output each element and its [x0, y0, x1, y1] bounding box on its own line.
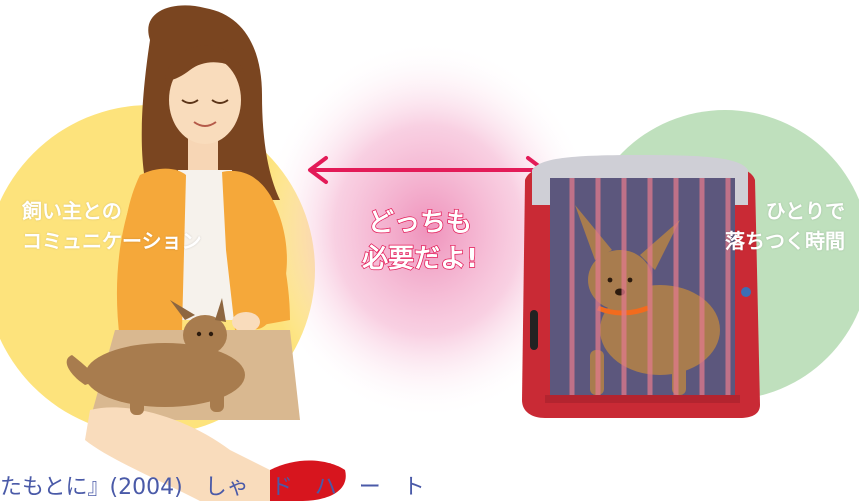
- owner-label-line2: コミュニケーション: [22, 229, 202, 253]
- alone-label-line2: 落ちつく時間: [725, 229, 845, 253]
- crate-bars: [569, 178, 731, 398]
- center-label-line2: 必要だよ!: [361, 243, 478, 275]
- center-label-line1: どっちも: [367, 207, 473, 239]
- owner-label-line1: 飼い主との: [22, 199, 122, 223]
- crate-frame-bottom: [545, 395, 740, 403]
- pink-glow: [258, 40, 598, 420]
- alone-time-label: ひとりで 落ちつく時間: [645, 196, 845, 256]
- owner-communication-label: 飼い主との コミュニケーション: [22, 196, 262, 256]
- lap-dog-figure: [66, 298, 245, 415]
- caption-text: たもとに』(2004) しゃ ド ハ ー ト: [0, 475, 425, 500]
- alone-label-line1: ひとりで: [765, 199, 845, 223]
- both-needed-label: どっちも 必要だよ!: [330, 205, 510, 277]
